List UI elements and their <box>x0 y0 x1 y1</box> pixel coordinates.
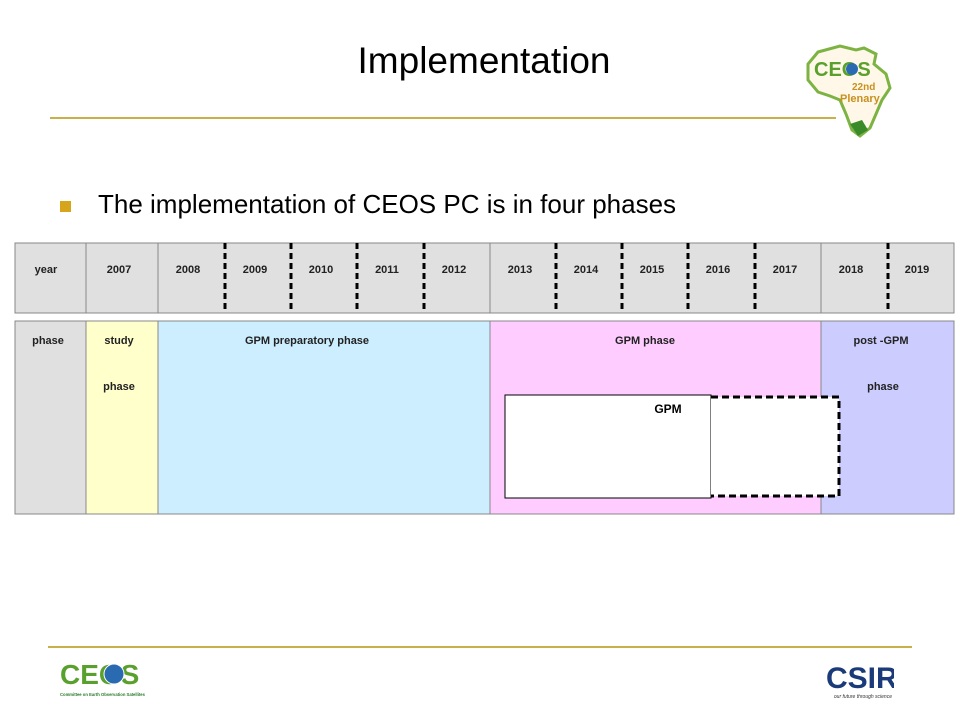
year-2014: 2014 <box>574 264 599 276</box>
phase-post-gpm-line1: post -GPM <box>854 335 909 347</box>
year-2013: 2013 <box>508 264 532 276</box>
year-header-label: year <box>35 264 58 276</box>
year-2018: 2018 <box>839 264 863 276</box>
csir-logo: CSIR our future through science <box>826 662 894 700</box>
year-2010: 2010 <box>309 264 333 276</box>
phase-post-gpm-cell <box>820 320 955 515</box>
csir-logo-text: CSIR <box>826 662 894 695</box>
phase-label-cell <box>14 320 87 515</box>
slide-title: Implementation <box>357 40 611 81</box>
year-2017: 2017 <box>773 264 797 276</box>
year-2012: 2012 <box>442 264 466 276</box>
gpm-extension-box <box>711 395 841 498</box>
ceos-footer-subtitle: Committee on Earth Observation Satellite… <box>60 692 146 697</box>
ceos-plenary-logo: CEOS 22nd Plenary <box>806 44 892 138</box>
earth-globe-icon <box>103 663 125 685</box>
top-divider <box>50 117 836 119</box>
plenary-label-text: Plenary <box>840 93 881 105</box>
bullet-square-icon <box>60 201 71 212</box>
year-2019: 2019 <box>905 264 929 276</box>
gpm-mission-box <box>504 394 712 499</box>
ceos-footer-text: CEOS <box>60 659 139 690</box>
phase-gpm-prep-cell <box>157 320 491 515</box>
bottom-divider <box>48 646 912 648</box>
year-2009: 2009 <box>243 264 267 276</box>
bullet-text: The implementation of CEOS PC is in four… <box>98 189 677 219</box>
csir-tagline: our future through science <box>834 694 892 700</box>
year-2011: 2011 <box>375 264 399 276</box>
phase-gpm-prep-label: GPM preparatory phase <box>245 335 369 347</box>
phase-gpm-label: GPM phase <box>615 335 675 347</box>
africa-shape-icon <box>806 44 892 138</box>
year-2016: 2016 <box>706 264 730 276</box>
year-2015: 2015 <box>640 264 664 276</box>
gpm-box-label: GPM <box>654 402 681 416</box>
phase-study-cell <box>85 320 159 515</box>
phase-row-label: phase <box>32 335 64 347</box>
plenary-ceos-text: CEOS <box>814 59 871 81</box>
ceos-footer-logo: CEOS Committee on Earth Observation Sate… <box>60 659 146 697</box>
phase-study-line2: phase <box>103 381 135 393</box>
phase-study-line1: study <box>104 335 134 347</box>
phase-post-gpm-line2: phase <box>867 381 899 393</box>
year-2008: 2008 <box>176 264 200 276</box>
year-2007: 2007 <box>107 264 131 276</box>
plenary-edition-text: 22nd <box>852 82 875 93</box>
